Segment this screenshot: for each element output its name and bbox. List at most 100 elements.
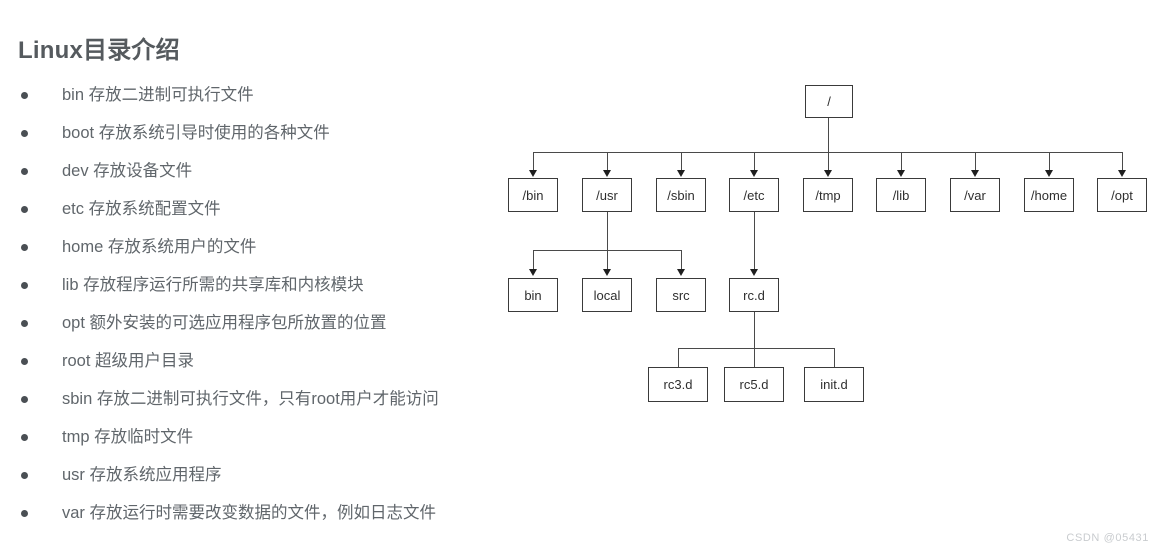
tree-node-var: /var xyxy=(950,178,1000,212)
tree-node-usr-bin: bin xyxy=(508,278,558,312)
list-item: sbin 存放二进制可执行文件，只有root用户才能访问 xyxy=(18,380,498,418)
tree-node-usr: /usr xyxy=(582,178,632,212)
arrow-icon-lib xyxy=(897,170,905,177)
list-item-label: dev 存放设备文件 xyxy=(62,162,193,180)
tree-node-label: rc5.d xyxy=(739,377,769,392)
edge-level3-bus xyxy=(678,348,835,349)
tree-node-label: rc.d xyxy=(743,287,765,303)
arrow-icon-var xyxy=(971,170,979,177)
list-item-label: usr 存放系统应用程序 xyxy=(62,466,222,484)
content-pane: Linux目录介绍 bin 存放二进制可执行文件 boot 存放系统引导时使用的… xyxy=(0,0,500,552)
tree-node-label: /etc xyxy=(743,187,765,203)
page-title: Linux目录介绍 xyxy=(18,37,180,65)
list-item-label: opt 额外安装的可选应用程序包所放置的位置 xyxy=(62,314,387,332)
tree-node-bin: /bin xyxy=(508,178,558,212)
directory-description-list: bin 存放二进制可执行文件 boot 存放系统引导时使用的各种文件 dev 存… xyxy=(18,76,498,532)
list-item-label: bin 存放二进制可执行文件 xyxy=(62,86,254,104)
tree-node-label: bin xyxy=(524,287,542,303)
arrow-icon-etc xyxy=(750,170,758,177)
arrow-icon-opt xyxy=(1118,170,1126,177)
tree-node-label: /opt xyxy=(1111,187,1133,203)
edge-level1-bus xyxy=(533,152,1123,153)
bullet-icon xyxy=(21,205,28,213)
tree-node-label: /tmp xyxy=(815,187,841,203)
bullet-icon xyxy=(21,433,28,441)
arrow-icon-etc-rcd xyxy=(750,269,758,276)
list-item: var 存放运行时需要改变数据的文件，例如日志文件 xyxy=(18,494,498,532)
bullet-icon xyxy=(21,471,28,479)
list-item: bin 存放二进制可执行文件 xyxy=(18,76,498,114)
tree-node-label: /sbin xyxy=(667,187,695,203)
tree-node-etc-rcd: rc.d xyxy=(729,278,779,312)
tree-node-label: src xyxy=(672,287,690,303)
tree-node-initd: init.d xyxy=(804,367,864,402)
list-item: root 超级用户目录 xyxy=(18,342,498,380)
arrow-icon-bin xyxy=(529,170,537,177)
tree-node-label: /bin xyxy=(522,187,544,203)
list-item: usr 存放系统应用程序 xyxy=(18,456,498,494)
list-item-label: etc 存放系统配置文件 xyxy=(62,200,221,218)
list-item-label: home 存放系统用户的文件 xyxy=(62,238,257,256)
bullet-icon xyxy=(21,357,28,365)
arrow-icon-sbin xyxy=(677,170,685,177)
list-item: dev 存放设备文件 xyxy=(18,152,498,190)
tree-node-label: /var xyxy=(964,187,986,203)
list-item: etc 存放系统配置文件 xyxy=(18,190,498,228)
edge-drop-var xyxy=(975,152,976,171)
edge-drop-etc xyxy=(754,152,755,171)
edge-drop-opt xyxy=(1122,152,1123,171)
bullet-icon xyxy=(21,509,28,517)
tree-node-label: /lib xyxy=(892,187,910,203)
edge-drop-usr-src xyxy=(681,250,682,271)
list-item-label: boot 存放系统引导时使用的各种文件 xyxy=(62,124,330,142)
tree-node-label: /usr xyxy=(596,187,618,203)
list-item: home 存放系统用户的文件 xyxy=(18,228,498,266)
list-item-label: lib 存放程序运行所需的共享库和内核模块 xyxy=(62,276,364,294)
bullet-icon xyxy=(21,243,28,251)
edge-drop-usr xyxy=(607,152,608,171)
edge-drop-home xyxy=(1049,152,1050,171)
edge-etc-stem xyxy=(754,212,755,271)
bullet-icon xyxy=(21,395,28,403)
bullet-icon xyxy=(21,319,28,327)
tree-node-tmp: /tmp xyxy=(803,178,853,212)
list-item: opt 额外安装的可选应用程序包所放置的位置 xyxy=(18,304,498,342)
arrow-icon-usr-bin xyxy=(529,269,537,276)
edge-rcd-stem xyxy=(754,312,755,370)
arrow-icon-tmp xyxy=(824,170,832,177)
tree-node-usr-src: src xyxy=(656,278,706,312)
list-item-label: var 存放运行时需要改变数据的文件，例如日志文件 xyxy=(62,504,437,522)
edge-root-stem xyxy=(828,118,829,152)
tree-node-root: / xyxy=(805,85,853,118)
edge-drop-bin xyxy=(533,152,534,171)
tree-node-lib: /lib xyxy=(876,178,926,212)
list-item: lib 存放程序运行所需的共享库和内核模块 xyxy=(18,266,498,304)
tree-node-label: init.d xyxy=(820,377,848,392)
csdn-watermark: CSDN @05431 xyxy=(1066,532,1149,544)
tree-node-label: /home xyxy=(1030,187,1068,203)
list-item-label: sbin 存放二进制可执行文件，只有root用户才能访问 xyxy=(62,390,439,408)
edge-drop-usr-bin xyxy=(533,250,534,271)
bullet-icon xyxy=(21,281,28,289)
tree-node-usr-local: local xyxy=(582,278,632,312)
edge-drop-lib xyxy=(901,152,902,171)
edge-drop-sbin xyxy=(681,152,682,171)
tree-node-rc5d: rc5.d xyxy=(724,367,784,402)
edge-usr-stem xyxy=(607,212,608,271)
edge-level2-usr-bus xyxy=(533,250,682,251)
arrow-icon-usr xyxy=(603,170,611,177)
edge-drop-tmp xyxy=(828,152,829,171)
bullet-icon xyxy=(21,129,28,137)
list-item: boot 存放系统引导时使用的各种文件 xyxy=(18,114,498,152)
bullet-icon xyxy=(21,167,28,175)
tree-node-home: /home xyxy=(1024,178,1074,212)
tree-node-rc3d: rc3.d xyxy=(648,367,708,402)
tree-node-opt: /opt xyxy=(1097,178,1147,212)
tree-node-label: / xyxy=(827,94,831,109)
tree-node-label: local xyxy=(593,287,621,303)
arrow-icon-home xyxy=(1045,170,1053,177)
list-item-label: tmp 存放临时文件 xyxy=(62,428,194,446)
list-item: tmp 存放临时文件 xyxy=(18,418,498,456)
tree-node-sbin: /sbin xyxy=(656,178,706,212)
